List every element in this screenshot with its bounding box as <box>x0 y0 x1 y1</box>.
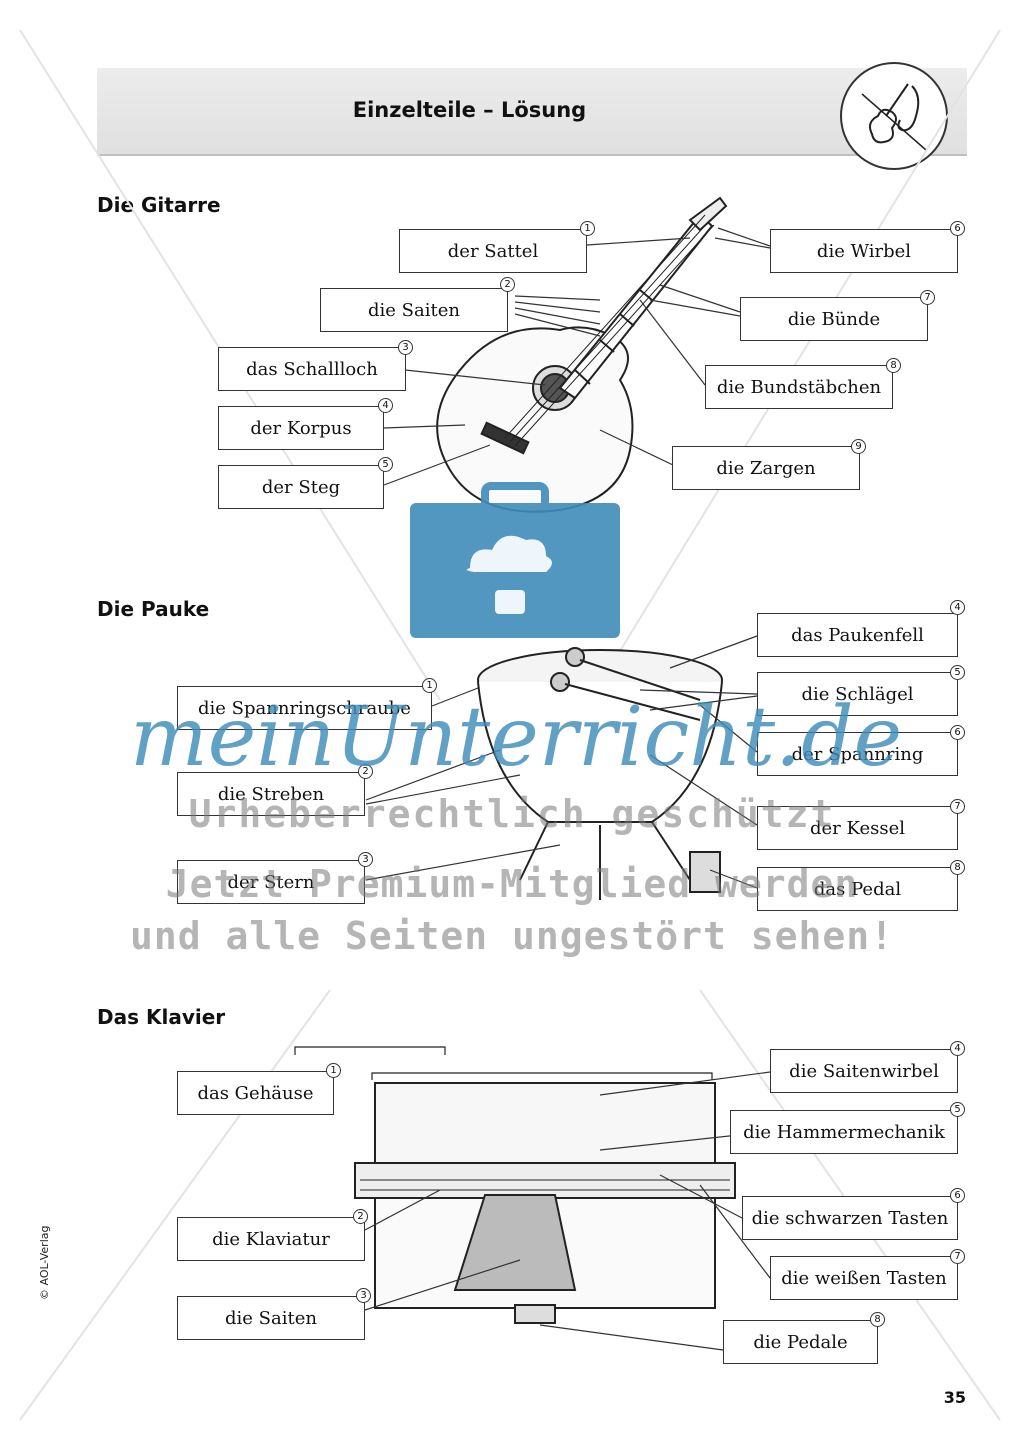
briefcase-watermark-icon <box>410 482 620 638</box>
piano-illustration <box>294 1046 736 1324</box>
section-title-pauke: Die Pauke <box>97 597 210 621</box>
label-gitarre-9: die Zargen <box>672 446 860 490</box>
label-number: 1 <box>422 678 437 693</box>
label-klavier-6: die schwarzen Tasten <box>742 1196 958 1240</box>
label-pauke-5: die Schlägel <box>757 672 958 716</box>
label-number: 7 <box>950 799 965 814</box>
label-klavier-8: die Pedale <box>723 1320 878 1364</box>
label-pauke-3: der Stern <box>177 860 365 904</box>
label-number: 4 <box>950 1041 965 1056</box>
label-number: 6 <box>950 725 965 740</box>
label-klavier-3: die Saiten <box>177 1296 365 1340</box>
label-klavier-7: die weißen Tasten <box>770 1256 958 1300</box>
label-pauke-4: das Paukenfell <box>757 613 958 657</box>
label-pauke-8: das Pedal <box>757 867 958 911</box>
label-number: 9 <box>851 439 866 454</box>
timpani-illustration <box>477 647 723 900</box>
label-number: 8 <box>950 860 965 875</box>
label-number: 2 <box>500 277 515 292</box>
label-gitarre-1: der Sattel <box>399 229 587 273</box>
label-number: 5 <box>378 457 393 472</box>
label-number: 5 <box>950 665 965 680</box>
label-klavier-5: die Hammermechanik <box>730 1110 958 1154</box>
instruments-emblem-icon <box>840 62 948 170</box>
label-number: 7 <box>950 1249 965 1264</box>
label-number: 4 <box>950 600 965 615</box>
label-gitarre-2: die Saiten <box>320 288 508 332</box>
page-title: Einzelteile – Lösung <box>352 98 587 122</box>
label-number: 1 <box>326 1063 341 1078</box>
guitar-illustration <box>436 196 728 513</box>
copyright-notice: © AOL-Verlag <box>38 1225 51 1301</box>
label-number: 3 <box>358 852 373 867</box>
section-title-gitarre: Die Gitarre <box>97 193 221 217</box>
label-pauke-2: die Streben <box>177 772 365 816</box>
label-klavier-1: das Gehäuse <box>177 1071 334 1115</box>
page-number: 35 <box>943 1388 966 1407</box>
watermark-line-1: Urheberrechtlich geschützt <box>188 792 836 836</box>
label-klavier-2: die Klaviatur <box>177 1217 365 1261</box>
watermark-logo: meinUnterricht.de <box>130 690 903 785</box>
label-klavier-4: die Saitenwirbel <box>770 1049 958 1093</box>
label-number: 3 <box>356 1288 371 1303</box>
watermark-line-3: und alle Seiten ungestört sehen! <box>129 914 895 958</box>
label-gitarre-3: das Schallloch <box>218 347 406 391</box>
label-pauke-6: der Spannring <box>757 732 958 776</box>
label-number: 8 <box>886 358 901 373</box>
label-gitarre-6: die Wirbel <box>770 229 958 273</box>
label-gitarre-8: die Bundstäbchen <box>705 365 893 409</box>
label-pauke-1: die Spannringschraube <box>177 686 432 730</box>
section-title-klavier: Das Klavier <box>97 1005 226 1029</box>
label-number: 2 <box>358 764 373 779</box>
label-number: 3 <box>398 340 413 355</box>
label-number: 2 <box>353 1209 368 1224</box>
label-number: 4 <box>378 398 393 413</box>
label-number: 1 <box>580 221 595 236</box>
label-number: 5 <box>950 1102 965 1117</box>
label-number: 6 <box>950 221 965 236</box>
label-gitarre-7: die Bünde <box>740 297 928 341</box>
label-number: 6 <box>950 1188 965 1203</box>
label-number: 7 <box>920 290 935 305</box>
watermark-line-2: Jetzt Premium-Mitglied werden <box>165 862 859 906</box>
label-gitarre-4: der Korpus <box>218 406 384 450</box>
label-gitarre-5: der Steg <box>218 465 384 509</box>
header-banner <box>97 68 967 156</box>
label-pauke-7: der Kessel <box>757 806 958 850</box>
label-number: 8 <box>870 1312 885 1327</box>
